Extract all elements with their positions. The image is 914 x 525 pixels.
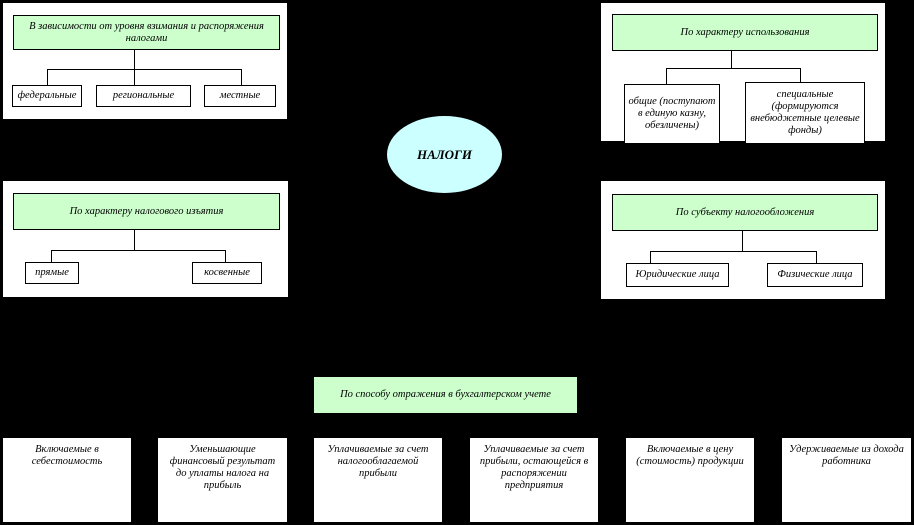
accounting-item-cost: Включаемые в себестоимость: [2, 437, 132, 523]
connector: [650, 251, 816, 252]
header-by-accounting: По способу отражения в бухгалтерском уче…: [313, 376, 578, 414]
use-item-special: специальные (формируются внебюджетные це…: [745, 82, 865, 144]
connector: [650, 251, 651, 263]
subject-item-legal-entities: Юридические лица: [626, 263, 729, 287]
connector: [47, 69, 241, 70]
header-by-subject: По субъекту налогообложения: [612, 194, 878, 231]
subject-item-individuals: Физические лица: [767, 263, 863, 287]
header-by-level: В зависимости от уровня взимания и распо…: [13, 15, 280, 50]
accounting-item-price: Включаемые в цену (стоимость) продукции: [625, 437, 755, 523]
accounting-item-retained-profit: Уплачиваемые за счет прибыли, остающейся…: [469, 437, 599, 523]
connector: [134, 50, 135, 69]
accounting-item-taxable-profit: Уплачиваемые за счет налогооблагаемой пр…: [313, 437, 443, 523]
level-item-federal: федеральные: [12, 85, 82, 107]
level-item-local: местные: [204, 85, 276, 107]
center-taxes-node: НАЛОГИ: [386, 115, 503, 194]
connector: [666, 68, 667, 84]
header-by-withdrawal: По характеру налогового изъятия: [13, 193, 280, 230]
accounting-item-reducing-result: Уменьшающие финансовый результат до упла…: [157, 437, 288, 523]
withdrawal-item-indirect: косвенные: [192, 262, 262, 284]
connector: [666, 68, 800, 69]
header-by-use: По характеру использования: [612, 14, 878, 51]
connector: [51, 250, 52, 262]
use-item-general: общие (поступают в единую казну, обезлич…: [624, 84, 720, 144]
connector: [731, 51, 732, 68]
connector: [742, 231, 743, 251]
withdrawal-item-direct: прямые: [25, 262, 79, 284]
connector: [816, 251, 817, 263]
connector: [241, 69, 242, 85]
connector: [134, 69, 135, 85]
connector: [800, 68, 801, 82]
connector: [225, 250, 226, 262]
accounting-item-withheld-income: Удерживаемые из дохода работника: [781, 437, 912, 523]
connector: [51, 250, 225, 251]
connector: [47, 69, 48, 85]
connector: [134, 230, 135, 250]
level-item-regional: региональные: [96, 85, 191, 107]
